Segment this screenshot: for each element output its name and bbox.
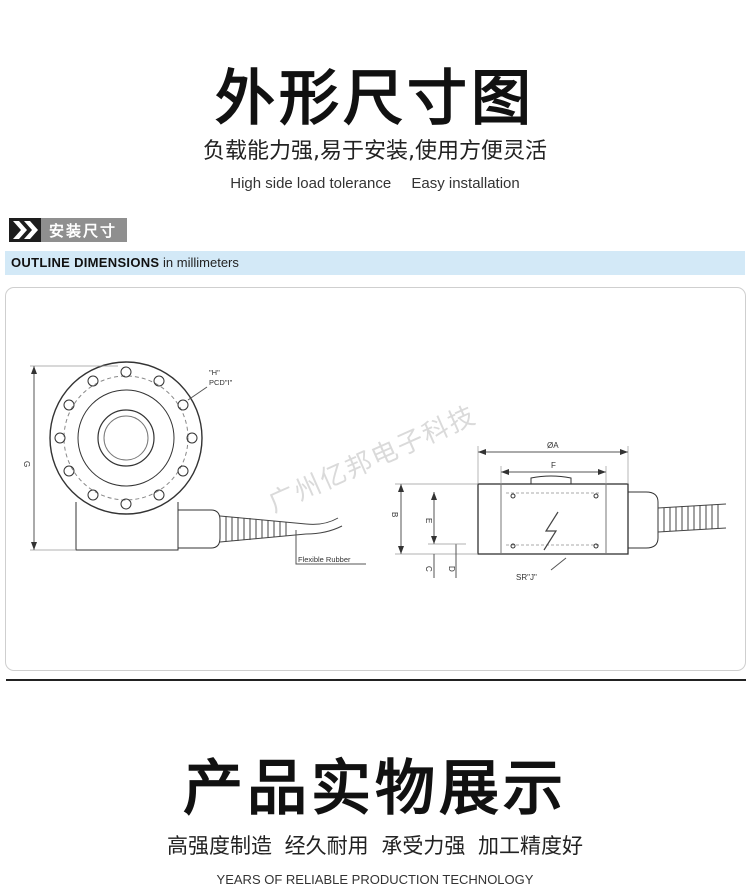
subtitle-chinese: 负载能力强,易于安装,使用方便灵活 <box>203 139 547 164</box>
phrase-load-bearing: 承受力强 <box>381 834 466 858</box>
side-view: ØA F B E C D SR"J" <box>390 441 727 582</box>
side-cable <box>657 503 727 533</box>
subtitle-en-side-load: High side load tolerance <box>230 175 392 192</box>
label-a: ØA <box>547 441 559 450</box>
label-d: D <box>447 566 456 572</box>
phrase-durable: 经久耐用 <box>284 834 369 858</box>
front-cable <box>219 515 343 543</box>
double-chevron-icon <box>9 218 41 242</box>
phrase-high-strength: 高强度制造 <box>166 834 272 858</box>
label-pcd: PCD"I" <box>209 378 233 387</box>
label-sr: SR"J" <box>516 573 537 582</box>
phrase-precision: 加工精度好 <box>478 834 584 858</box>
outline-dimensions-bar: OUTLINE DIMENSIONS in millimeters <box>5 251 745 275</box>
label-b: B <box>390 512 399 517</box>
showcase-subtitle: 高强度制造 经久耐用 承受力强 加工精度好 <box>0 830 750 860</box>
install-dimensions-tag: 安装尺寸 <box>9 218 128 242</box>
subtitle-english: High side load tolerance Easy installati… <box>0 175 750 192</box>
showcase-subtitle-english: YEARS OF RELIABLE PRODUCTION TECHNOLOGY <box>216 872 534 887</box>
label-flexible-rubber: Flexible Rubber <box>298 555 351 564</box>
install-dimensions-label: 安装尺寸 <box>41 218 128 242</box>
dimension-drawing-frame: G "H" PCD"I" Flexible Rubber <box>5 287 746 671</box>
subtitle-en-installation: Easy installation <box>411 175 520 192</box>
outline-dimensions-units: in millimeters <box>163 255 239 270</box>
label-g: G <box>22 461 31 467</box>
label-c: C <box>424 566 433 572</box>
label-h: "H" <box>209 368 220 377</box>
label-f: F <box>551 461 556 470</box>
section-divider <box>6 679 746 681</box>
showcase-title: 产品实物展示 <box>183 754 567 824</box>
front-view: G "H" PCD"I" Flexible Rubber <box>22 361 366 565</box>
dimension-drawing: G "H" PCD"I" Flexible Rubber <box>22 361 727 582</box>
page-title: 外形尺寸图 <box>215 64 535 134</box>
outline-dimensions-heading: OUTLINE DIMENSIONS <box>11 255 160 270</box>
bolt-holes <box>54 366 198 510</box>
label-e: E <box>424 518 433 523</box>
